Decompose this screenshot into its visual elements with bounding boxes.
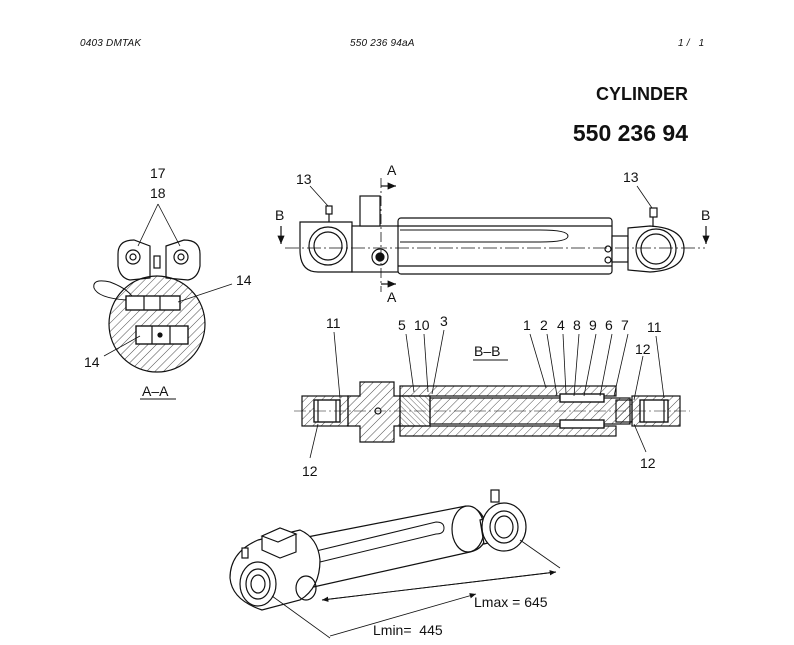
section-a-label-top: A — [387, 162, 397, 178]
header-drawing-number: 550 236 94aA — [350, 38, 415, 49]
part-number: 550 236 94 — [572, 120, 688, 146]
callout-12-right-bottom: 12 — [640, 455, 656, 471]
callout-18: 18 — [150, 185, 166, 201]
callout-1: 1 — [523, 317, 531, 333]
section-view-bb — [294, 329, 690, 459]
dimension-lmin: Lmin= 445 — [373, 622, 443, 638]
callout-9: 9 — [589, 317, 597, 333]
callout-4: 4 — [557, 317, 565, 333]
section-b-label-left: B — [275, 207, 284, 223]
dimension-lmax: Lmax = 645 — [474, 594, 548, 610]
callout-10: 10 — [414, 317, 430, 333]
callout-13-right: 13 — [623, 169, 639, 185]
header-left-code: 0403 DMTAK — [80, 38, 142, 49]
callout-17: 17 — [150, 165, 166, 181]
callout-2: 2 — [540, 317, 548, 333]
side-view — [277, 178, 710, 292]
callout-14-top: 14 — [236, 272, 252, 288]
callout-12-right-top: 12 — [635, 341, 651, 357]
section-bb-label: B–B — [474, 343, 500, 359]
section-view-aa — [93, 203, 233, 400]
section-aa-label: A–A — [142, 383, 169, 399]
callout-6: 6 — [605, 317, 613, 333]
isometric-view — [229, 489, 561, 639]
section-a-label-bottom: A — [387, 289, 397, 305]
header-page-number: 1 / 1 — [678, 38, 705, 49]
drawing-title: CYLINDER — [595, 84, 688, 104]
callout-12-left: 12 — [302, 463, 318, 479]
callout-5: 5 — [398, 317, 406, 333]
callout-14-bottom: 14 — [84, 354, 100, 370]
callout-13-left: 13 — [296, 171, 312, 187]
callout-3: 3 — [440, 313, 448, 329]
callout-11-right: 11 — [647, 319, 662, 335]
callout-11-left: 11 — [326, 315, 341, 331]
callout-8: 8 — [573, 317, 581, 333]
callout-7: 7 — [621, 317, 629, 333]
section-b-label-right: B — [701, 207, 710, 223]
